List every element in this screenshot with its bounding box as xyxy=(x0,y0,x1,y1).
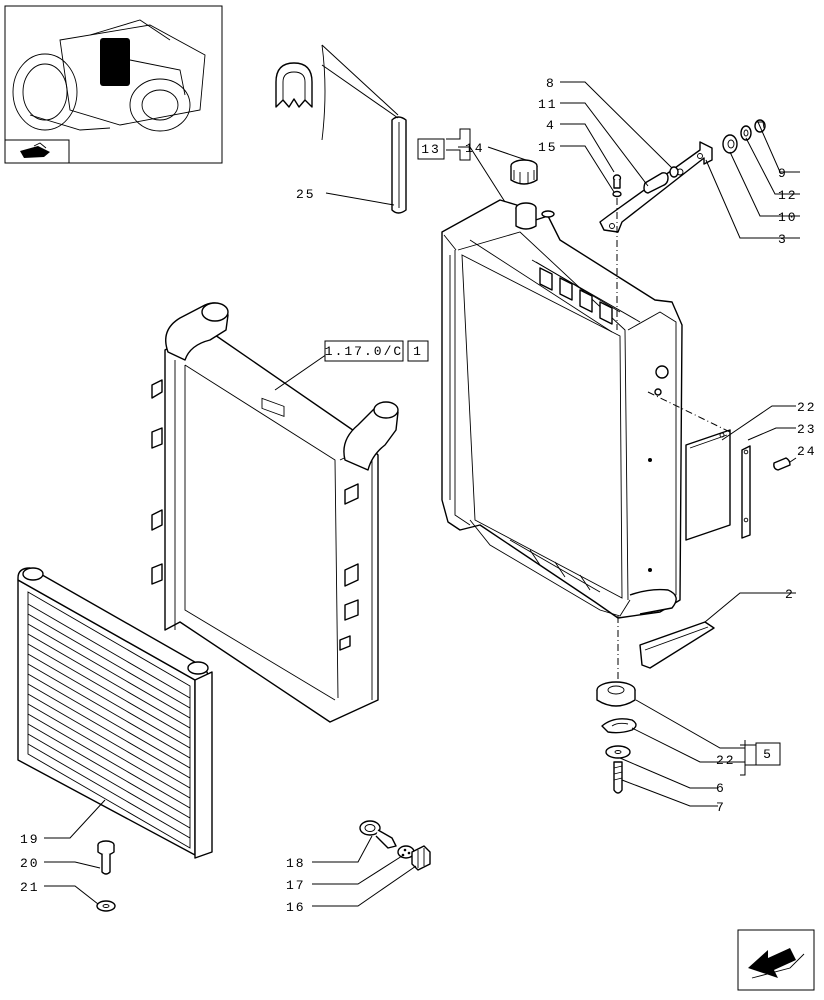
bolt-7[interactable] xyxy=(613,761,623,794)
radiator-main[interactable] xyxy=(441,199,683,619)
callout-11[interactable]: 11 xyxy=(538,97,558,112)
callout-2[interactable]: 2 xyxy=(785,587,795,602)
callout-18[interactable]: 18 xyxy=(286,856,306,871)
callout-10[interactable]: 10 xyxy=(778,210,798,225)
callout-25[interactable]: 25 xyxy=(296,187,316,202)
callout-6[interactable]: 6 xyxy=(716,781,726,796)
callout-19[interactable]: 19 xyxy=(20,832,40,847)
ref-box-5-label: 5 xyxy=(763,747,773,762)
screw-15-washer-4[interactable] xyxy=(612,174,622,198)
next-page-arrow-icon[interactable] xyxy=(20,142,50,158)
ref-box-13-label: 13 xyxy=(421,142,441,157)
callout-22-mount[interactable]: 22 xyxy=(716,753,736,768)
clip-22[interactable] xyxy=(601,718,637,734)
callout-17[interactable]: 17 xyxy=(286,878,306,893)
callout-7[interactable]: 7 xyxy=(716,800,726,815)
bolt-20[interactable] xyxy=(97,840,115,875)
bushings-9-10-12[interactable] xyxy=(722,119,766,154)
bolt-11-washer-8[interactable] xyxy=(643,166,679,194)
radiator-cap-14[interactable] xyxy=(510,159,538,185)
callout-15[interactable]: 15 xyxy=(538,140,558,155)
ref-box-5[interactable]: 5 xyxy=(755,742,781,766)
callout-3[interactable]: 3 xyxy=(778,232,788,247)
callout-24[interactable]: 24 xyxy=(797,444,817,459)
callout-20[interactable]: 20 xyxy=(20,856,40,871)
intercooler[interactable] xyxy=(151,302,399,723)
washer-6[interactable] xyxy=(605,745,631,759)
callout-16[interactable]: 16 xyxy=(286,900,306,915)
condenser-19[interactable] xyxy=(17,567,213,859)
callout-22-panel[interactable]: 22 xyxy=(797,400,817,415)
callout-9[interactable]: 9 xyxy=(778,166,788,181)
ref-box-13[interactable]: 13 xyxy=(417,138,445,160)
seal-panel-22[interactable] xyxy=(685,429,731,541)
washer-21[interactable] xyxy=(96,900,116,912)
drain-valve-18[interactable] xyxy=(359,820,397,849)
tractor-location-thumbnail[interactable] xyxy=(4,5,223,164)
callout-8[interactable]: 8 xyxy=(546,76,556,91)
plug-16[interactable] xyxy=(411,845,431,871)
strip-23[interactable] xyxy=(741,445,751,539)
callout-labels: 8 11 4 15 14 9 12 10 3 25 22 23 24 2 22 … xyxy=(20,76,817,915)
ref-box-1-label: 1 xyxy=(413,344,423,359)
leader-lines xyxy=(44,81,800,907)
callout-14[interactable]: 14 xyxy=(465,141,485,156)
callout-12[interactable]: 12 xyxy=(778,188,798,203)
book-arrow-icon[interactable] xyxy=(737,929,815,991)
rubber-mount-22[interactable] xyxy=(596,681,636,707)
seal-strip-25[interactable] xyxy=(275,44,407,214)
screw-24[interactable] xyxy=(773,457,791,471)
callout-21[interactable]: 21 xyxy=(20,880,40,895)
callout-23[interactable]: 23 xyxy=(797,422,817,437)
callout-4[interactable]: 4 xyxy=(546,118,556,133)
foam-strip-2[interactable] xyxy=(639,621,715,669)
ref-box-1-17-0-c-label: 1.17.0/C xyxy=(325,344,403,359)
ref-box-1-17-0-c[interactable]: 1.17.0/C 1 xyxy=(324,340,429,362)
